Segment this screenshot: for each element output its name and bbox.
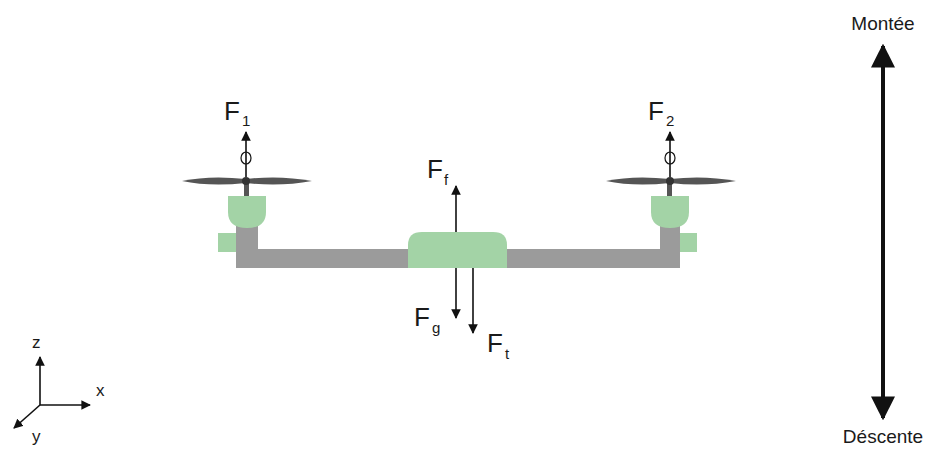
force-label: F [427, 156, 443, 182]
direction-label: Déscente [843, 427, 923, 446]
force-label: F [414, 304, 430, 330]
force-subscript: g [432, 320, 440, 335]
axis-label: x [96, 382, 105, 399]
force-label: F [648, 98, 664, 124]
axis-label: z [32, 334, 41, 351]
force-subscript: 1 [242, 113, 250, 128]
force-subscript: 2 [666, 113, 674, 128]
force-label: F [487, 330, 503, 356]
force-subscript: f [444, 172, 448, 187]
force-label: F [224, 98, 240, 124]
direction-label: Montée [851, 14, 914, 33]
axis-label: y [32, 428, 41, 445]
force-subscript: t [505, 346, 509, 361]
